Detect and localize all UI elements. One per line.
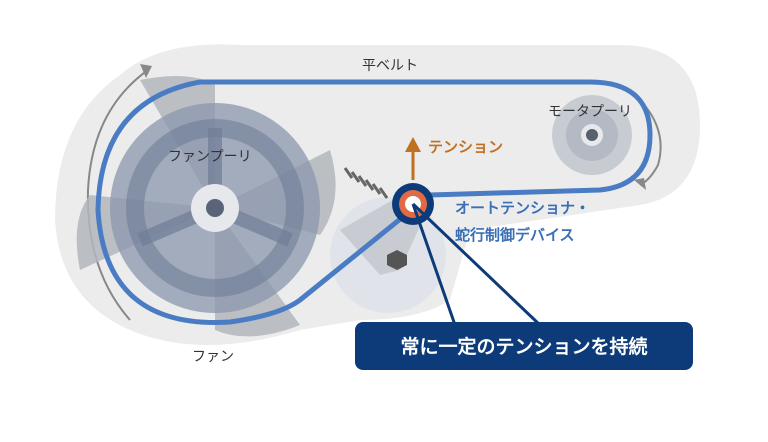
tension-spring bbox=[343, 167, 389, 199]
motor-pulley bbox=[552, 95, 632, 175]
device-label-line1: オートテンショナ・ bbox=[455, 199, 590, 217]
right-rotation-arrow bbox=[639, 99, 662, 186]
left-rotation-arrowhead bbox=[140, 64, 152, 78]
tension-label: テンション bbox=[428, 138, 503, 156]
fan-pulley bbox=[110, 103, 320, 313]
callout-pointer-left bbox=[411, 203, 457, 326]
flat-belt-label: 平ベルト bbox=[362, 58, 418, 74]
fan-label: ファン bbox=[192, 349, 234, 365]
callout-box bbox=[355, 322, 693, 370]
flat-belt bbox=[95, 79, 653, 325]
device-label-line2: 蛇行制御デバイス bbox=[455, 226, 575, 244]
callout-pointer-right bbox=[411, 202, 542, 327]
left-rotation-arrow bbox=[86, 69, 149, 321]
right-rotation-arrowhead bbox=[634, 178, 646, 190]
callout-text: 常に一定のテンションを持続 bbox=[400, 335, 647, 358]
tension-arrowhead bbox=[405, 137, 421, 152]
fan-pulley-label: ファンプーリ bbox=[168, 149, 252, 165]
motor-pulley-label: モータプーリ bbox=[548, 104, 632, 120]
